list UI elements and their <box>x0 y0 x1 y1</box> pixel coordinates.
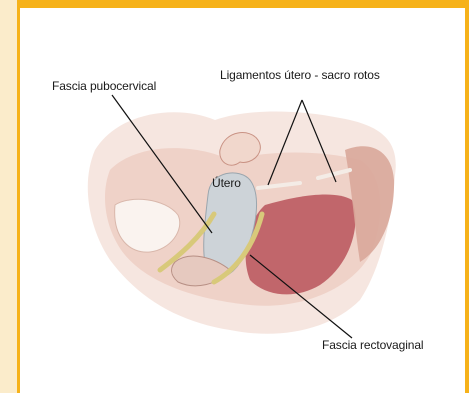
label-ligamentos-utero-sacro: Ligamentos útero - sacro rotos <box>220 68 380 82</box>
label-utero: Útero <box>212 176 241 190</box>
label-fascia-rectovaginal: Fascia rectovaginal <box>322 338 423 352</box>
label-fascia-pubocervical: Fascia pubocervical <box>52 79 156 93</box>
